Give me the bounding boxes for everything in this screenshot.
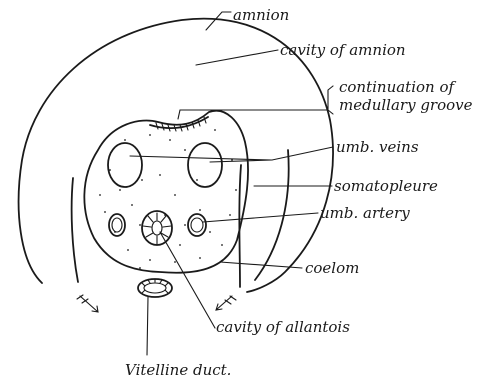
label-medullary-line1: continuation of (339, 78, 456, 96)
label-amnion: amnion (233, 6, 289, 24)
umb-artery-left-lumen (112, 218, 122, 232)
umb-vein-right (188, 143, 222, 187)
umb-artery-left (109, 214, 125, 236)
embryo-stippling (99, 129, 237, 269)
label-medullary-line2: medullary groove (339, 96, 473, 114)
umb-vein-left (108, 143, 142, 187)
coelom-arrow-right (216, 296, 236, 310)
leader-umb-artery (203, 213, 318, 222)
label-cavity-of-amnion: cavity of amnion (280, 41, 406, 59)
allantois-radial-lines (143, 213, 171, 244)
label-umb-artery: umb. artery (320, 204, 410, 222)
amnion-membrane (19, 19, 333, 292)
somatopleure-right (255, 150, 289, 280)
leader-umb-veins-left (130, 156, 272, 160)
label-coelom: coelom (305, 259, 359, 277)
coelom-arrow-left (77, 295, 98, 312)
label-somatopleure: somatopleure (334, 177, 438, 195)
vitelline-duct-lumen (144, 283, 166, 293)
leader-umb-veins-right (210, 147, 333, 162)
label-umb-veins: umb. veins (336, 138, 419, 156)
leader-lines (130, 12, 333, 355)
leader-vitelline (147, 297, 148, 355)
leader-cavity-amnion (196, 50, 278, 65)
embryo-body (84, 111, 248, 273)
leader-allantois (160, 232, 215, 328)
umb-artery-right-lumen (191, 218, 203, 232)
leader-coelom (220, 262, 302, 268)
label-vitelline-duct: Vitelline duct. (125, 361, 231, 379)
label-cavity-of-allantois: cavity of allantois (216, 318, 350, 336)
leader-medullary (178, 86, 333, 119)
